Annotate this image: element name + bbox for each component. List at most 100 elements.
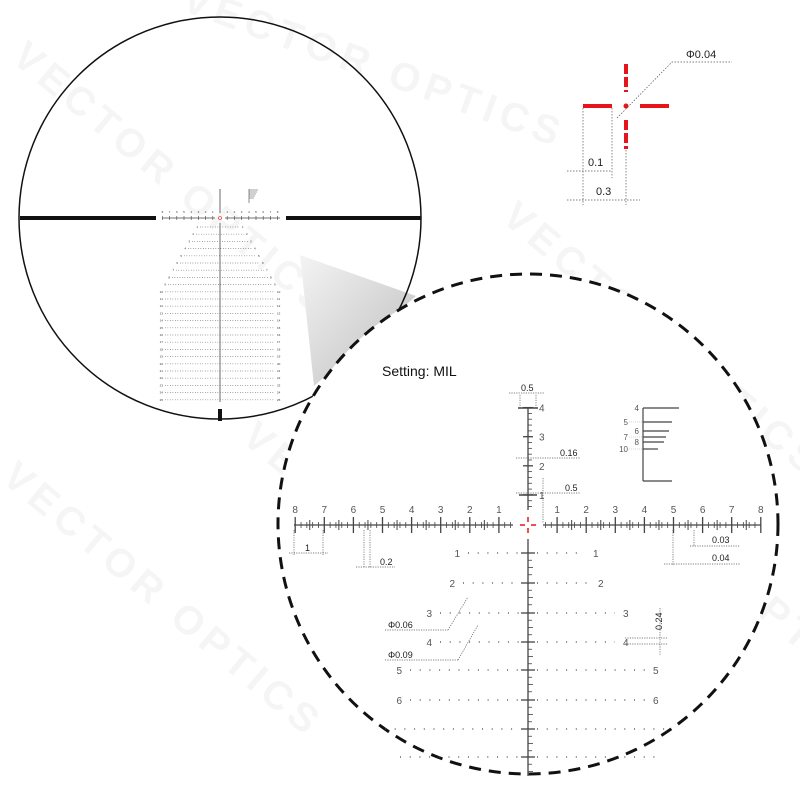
mini-row-label: 5 bbox=[180, 254, 182, 258]
mini-scale-label: 4 bbox=[248, 210, 250, 214]
mini-row-label: 24 bbox=[277, 391, 281, 395]
mini-row-label: 18 bbox=[160, 347, 164, 351]
mini-row-label: 11 bbox=[277, 297, 280, 301]
vertical-label: 1 bbox=[539, 491, 545, 502]
vertical-label: 2 bbox=[539, 462, 545, 473]
dot-large-label: Φ0.09 bbox=[388, 650, 413, 660]
mini-row-label: 21 bbox=[277, 369, 281, 373]
mini-row-label: 21 bbox=[160, 369, 164, 373]
ranging-ladder-label: 5 bbox=[624, 418, 629, 427]
mini-row-label: 3 bbox=[188, 239, 190, 243]
mini-scale-label: 7 bbox=[270, 210, 272, 214]
center-dimension-lines bbox=[567, 61, 732, 205]
mini-scale-label: 3 bbox=[198, 210, 200, 214]
zoom-wedge bbox=[300, 255, 416, 386]
holdover-label-right: 3 bbox=[623, 609, 629, 620]
mini-row-label: 10 bbox=[160, 290, 164, 294]
watermark: VECTOR OPTICS bbox=[177, 0, 572, 157]
mini-row-label: 25 bbox=[277, 398, 281, 402]
scale-label: 1 bbox=[554, 505, 560, 516]
mini-row-label: 9 bbox=[164, 283, 166, 287]
center-dot bbox=[623, 103, 629, 109]
line-width-label: 0.04 bbox=[712, 553, 730, 563]
center-bar-label: 0.3 bbox=[596, 186, 611, 198]
holdover-label-left: 4 bbox=[426, 638, 432, 649]
mini-row-label: 8 bbox=[168, 275, 170, 279]
holdover-label-left: 2 bbox=[449, 579, 455, 590]
mini-scale-label: 5 bbox=[255, 210, 257, 214]
dot-small-label: Φ0.06 bbox=[388, 620, 413, 630]
mini-row-label: 16 bbox=[160, 333, 164, 337]
top-width-label: 0.5 bbox=[521, 383, 534, 393]
mini-row-label: 16 bbox=[277, 333, 281, 337]
mini-row-label: 9 bbox=[274, 283, 276, 287]
watermark: VECTOR OPTICS bbox=[4, 33, 342, 326]
mini-row-label: 17 bbox=[160, 340, 164, 344]
mini-center bbox=[218, 216, 222, 220]
scale-label: 5 bbox=[671, 505, 677, 516]
scale-label: 6 bbox=[351, 505, 357, 516]
scale-label: 1 bbox=[496, 505, 502, 516]
scale-label: 2 bbox=[583, 505, 589, 516]
mini-row-label: 19 bbox=[160, 355, 164, 359]
ranging-ladder-label: 7 bbox=[624, 433, 629, 442]
scale-label: 7 bbox=[729, 505, 735, 516]
mini-row-label: 19 bbox=[277, 355, 281, 359]
mini-row-label: 18 bbox=[277, 347, 281, 351]
mini-row-label: 7 bbox=[266, 268, 268, 272]
scale-label: 4 bbox=[409, 505, 415, 516]
mini-scale-label: 8 bbox=[277, 210, 279, 214]
mini-row-label: 4 bbox=[254, 247, 256, 251]
line-width-thin-label: 0.03 bbox=[712, 535, 730, 545]
ranging-ladder-label: 6 bbox=[635, 427, 640, 436]
center-dot-label: Φ0.04 bbox=[686, 49, 716, 61]
mini-scale-label: 7 bbox=[169, 210, 171, 214]
scale-label: 2 bbox=[467, 505, 473, 516]
mini-scale-label: 3 bbox=[241, 210, 243, 214]
vertical-label: 3 bbox=[539, 433, 545, 444]
holdover-label-right: 5 bbox=[653, 666, 659, 677]
mini-row-label: 4 bbox=[184, 247, 186, 251]
mini-row-label: 24 bbox=[160, 391, 164, 395]
mil-spacing-label: 1 bbox=[305, 543, 310, 553]
mini-row-label: 8 bbox=[270, 275, 272, 279]
mini-row-label: 15 bbox=[160, 326, 164, 330]
mini-scale-label: 2 bbox=[234, 210, 236, 214]
ranging-ladder-label: 8 bbox=[635, 438, 640, 447]
mini-row-label: 17 bbox=[277, 340, 281, 344]
scale-label: 3 bbox=[613, 505, 619, 516]
mini-row-label: 3 bbox=[250, 239, 252, 243]
holdover-label-left: 1 bbox=[454, 549, 460, 560]
mini-scale-label: 1 bbox=[226, 210, 228, 214]
mini-row-label: 13 bbox=[160, 311, 164, 315]
mini-row-label: 2 bbox=[192, 232, 194, 236]
half-tick-label: 0.2 bbox=[380, 557, 393, 567]
mini-row-label: 2 bbox=[246, 232, 248, 236]
mini-scale-label: 6 bbox=[176, 210, 178, 214]
mini-row-label: 1 bbox=[242, 225, 244, 229]
scale-label: 5 bbox=[380, 505, 386, 516]
mini-row-label: 20 bbox=[277, 362, 281, 366]
mini-row-label: 1 bbox=[196, 225, 198, 229]
dashed-circle bbox=[276, 272, 780, 776]
scale-label: 8 bbox=[292, 505, 298, 516]
vertical-label: 4 bbox=[539, 404, 545, 415]
mini-row-label: 12 bbox=[277, 304, 281, 308]
mini-scale-label: 1 bbox=[212, 210, 214, 214]
holdover-label-right: 1 bbox=[593, 549, 599, 560]
mini-row-label: 7 bbox=[172, 268, 174, 272]
mini-row-label: 15 bbox=[277, 326, 281, 330]
mini-scale-label: 2 bbox=[205, 210, 207, 214]
mini-row-label: 13 bbox=[277, 311, 281, 315]
mini-scale-label: 4 bbox=[190, 210, 192, 214]
holdover-label-right: 4 bbox=[623, 638, 629, 649]
ranging-ladder-label: 10 bbox=[619, 445, 628, 454]
mini-row-label: 14 bbox=[277, 319, 281, 323]
mini-row-label: 23 bbox=[160, 383, 164, 387]
mini-row-label: 11 bbox=[160, 297, 163, 301]
